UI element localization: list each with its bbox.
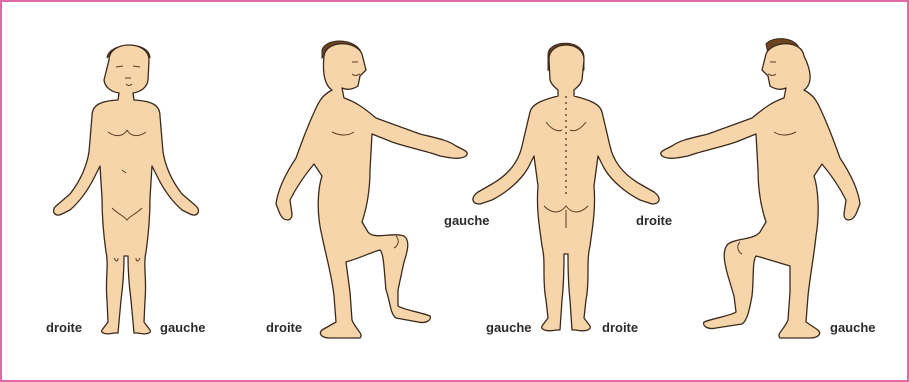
side-left-label: gauche (830, 320, 876, 335)
side-left-body (661, 39, 860, 338)
